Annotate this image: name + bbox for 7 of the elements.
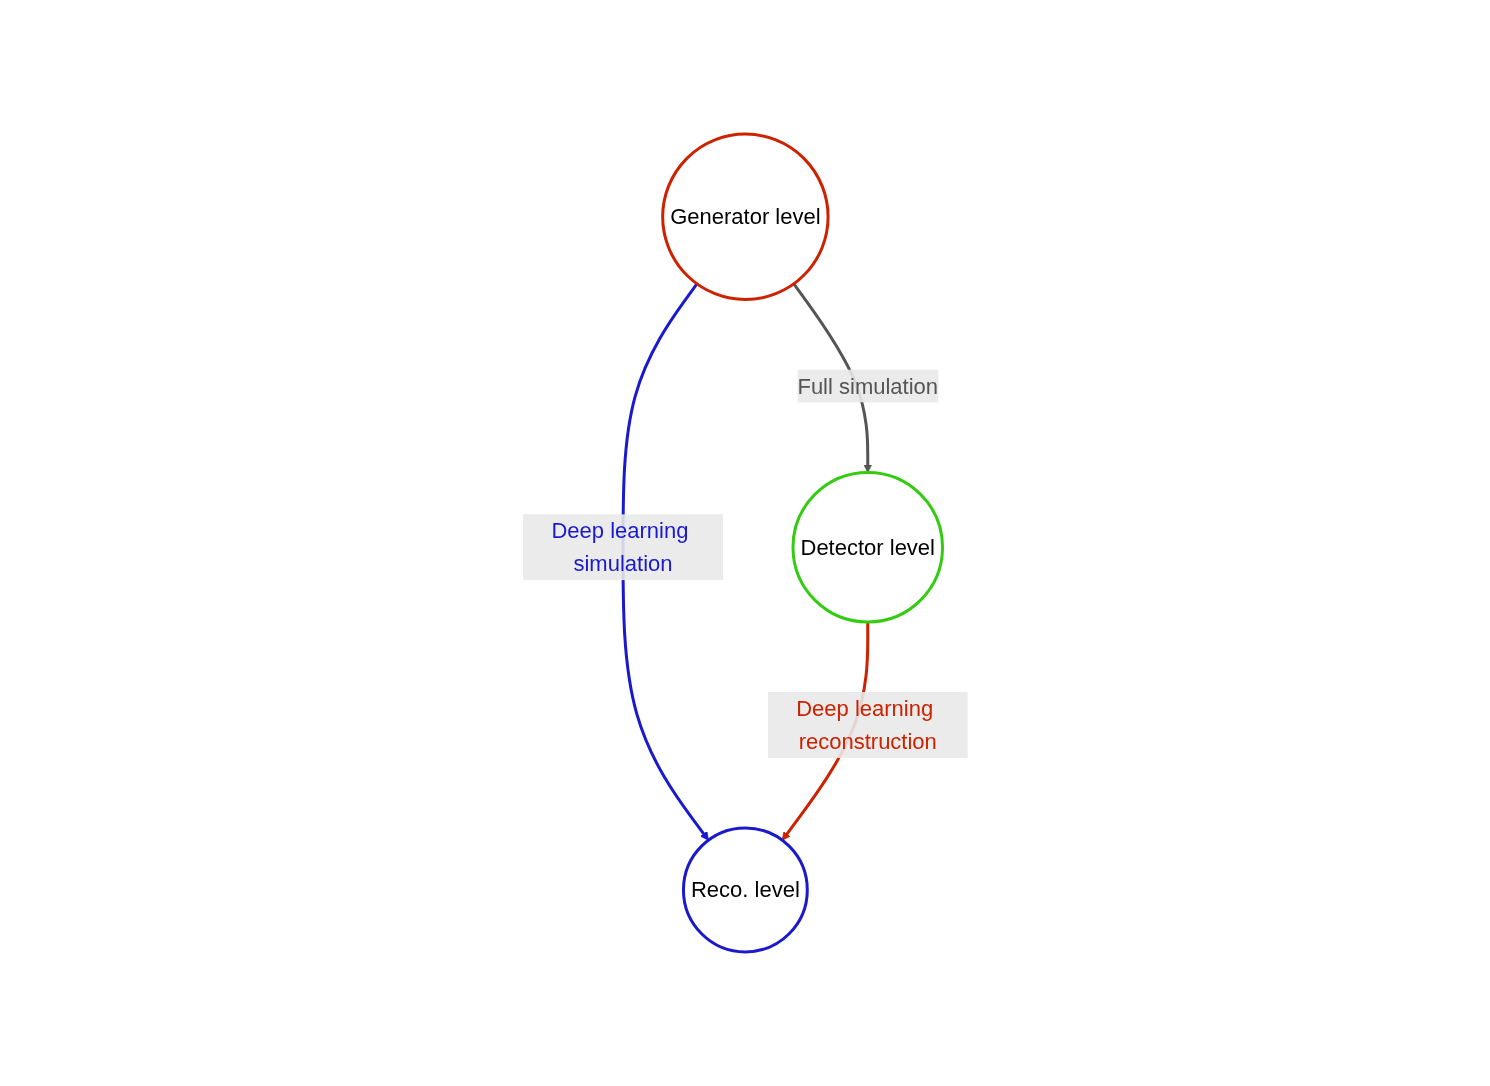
edge-label: Full simulation <box>797 373 938 399</box>
arrow <box>621 282 709 841</box>
node-circle: Detector level <box>791 471 944 624</box>
node-circle: Generator level <box>660 132 830 302</box>
node-circle: Reco. level <box>681 826 809 954</box>
edge-label: Deep learning simulation <box>551 518 689 577</box>
edge-label: Deep learning reconstruction <box>795 696 937 755</box>
